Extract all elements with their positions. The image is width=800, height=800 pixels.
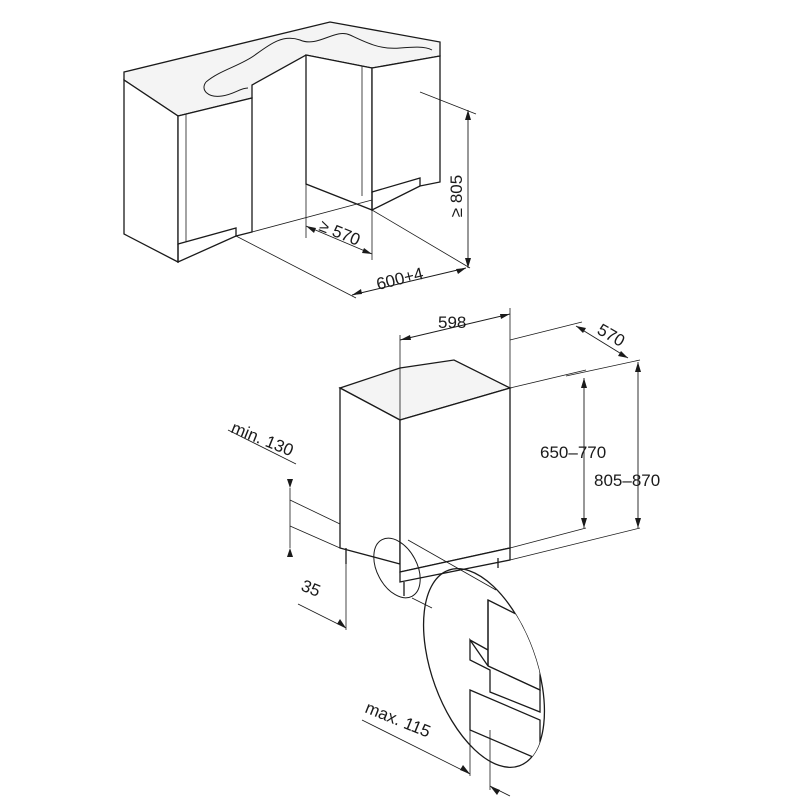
appliance-depth-label: 570 — [594, 320, 628, 351]
left-cabinet-front — [177, 97, 253, 245]
niche-width-label: 600+4 — [374, 264, 425, 294]
appliance-width-label: 598 — [438, 313, 466, 332]
right-cabinet-front — [371, 55, 441, 193]
worktop-cutaway — [205, 33, 433, 83]
detail-magnifier — [422, 568, 546, 768]
foot-height-label: 35 — [299, 576, 324, 601]
door-height-label: 650–770 — [540, 443, 606, 462]
cabinet-depth-label: ≥ 570 — [317, 216, 363, 250]
plinth-max-label: max. 115 — [363, 698, 434, 741]
total-height-label: 805–870 — [594, 471, 660, 490]
dishwasher-illustration: 598 570 650–770 805–870 min. 130 35 — [227, 308, 660, 630]
plinth-detail-view: max. 115 — [361, 568, 546, 797]
kitchen-niche-illustration: 600+4 ≥ 570 ≥ 805 — [123, 21, 477, 299]
cabinet-height-label: ≥ 805 — [447, 175, 466, 217]
detail-marker-circle — [373, 537, 421, 599]
plinth-min-label: min. 130 — [229, 418, 297, 460]
